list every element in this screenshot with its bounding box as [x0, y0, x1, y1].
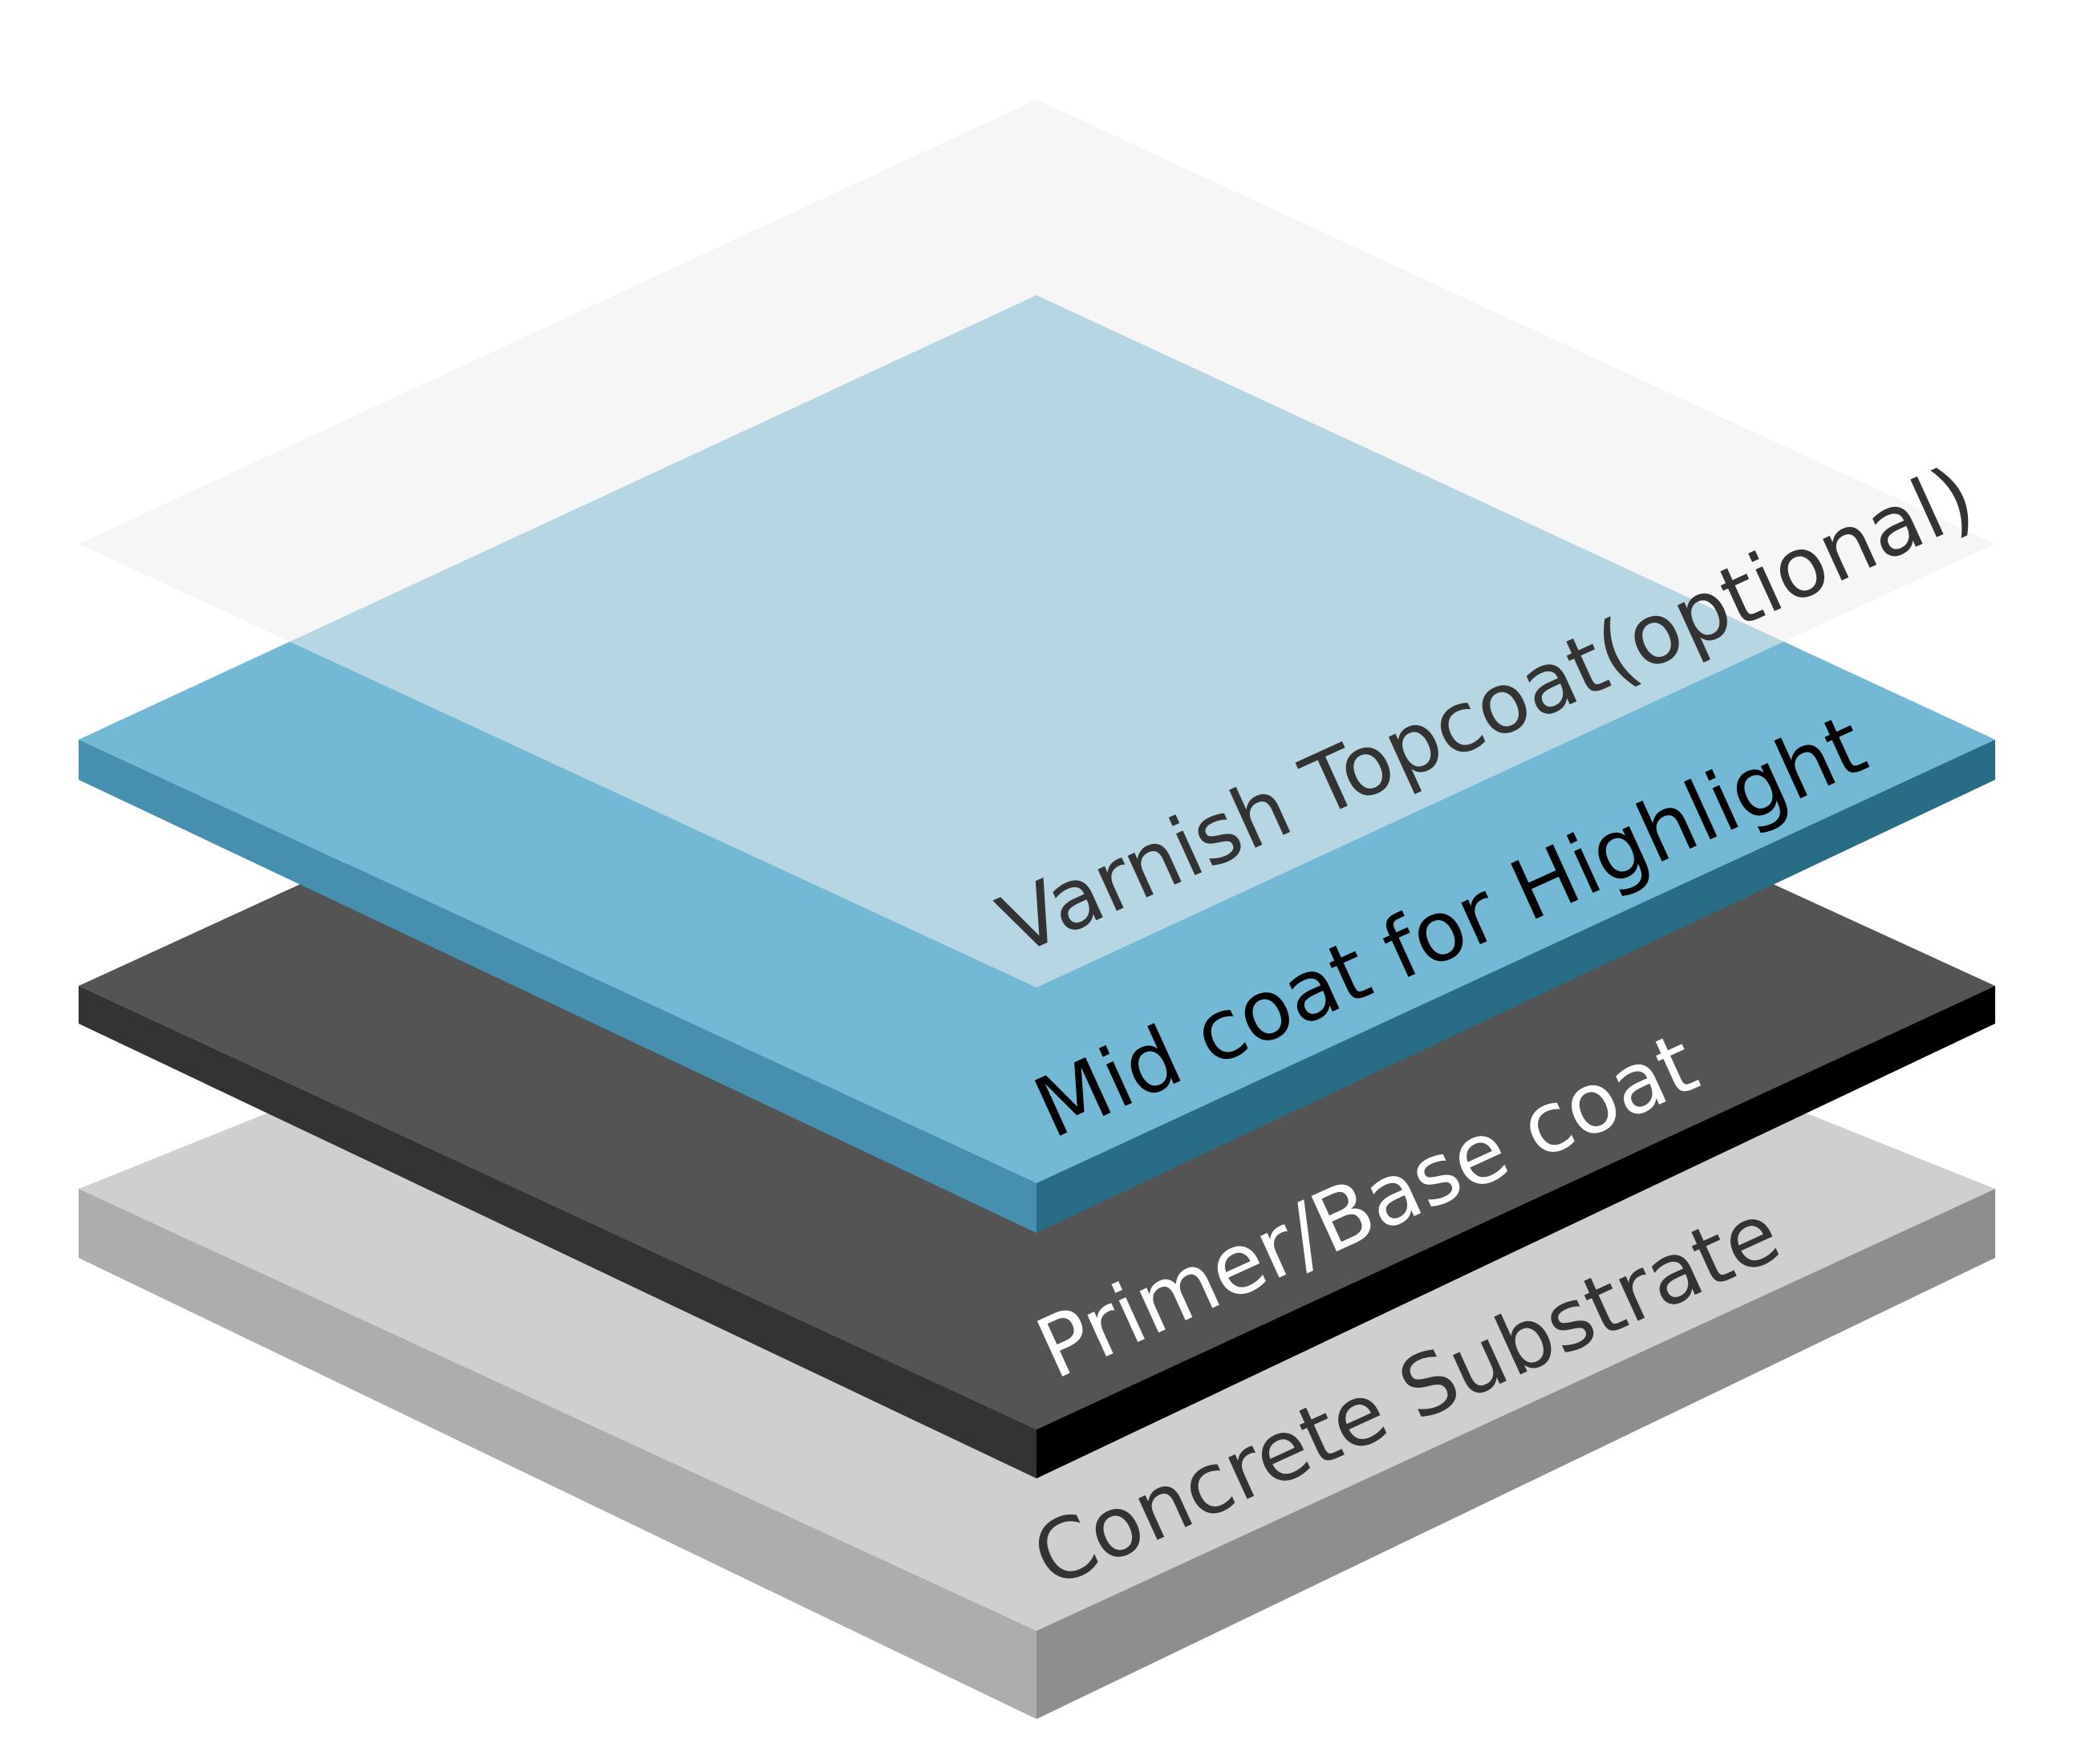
topcoat-top-face [79, 99, 1995, 987]
substrate-right-face [1036, 1189, 1995, 1719]
midcoat-right-face [1036, 740, 1995, 1233]
midcoat-left-face [79, 740, 1036, 1233]
primer-left-face [79, 986, 1036, 1478]
substrate-left-face [79, 1189, 1036, 1719]
varnish-topcoat-layer [79, 99, 1995, 987]
primer-right-face [1036, 986, 1995, 1478]
